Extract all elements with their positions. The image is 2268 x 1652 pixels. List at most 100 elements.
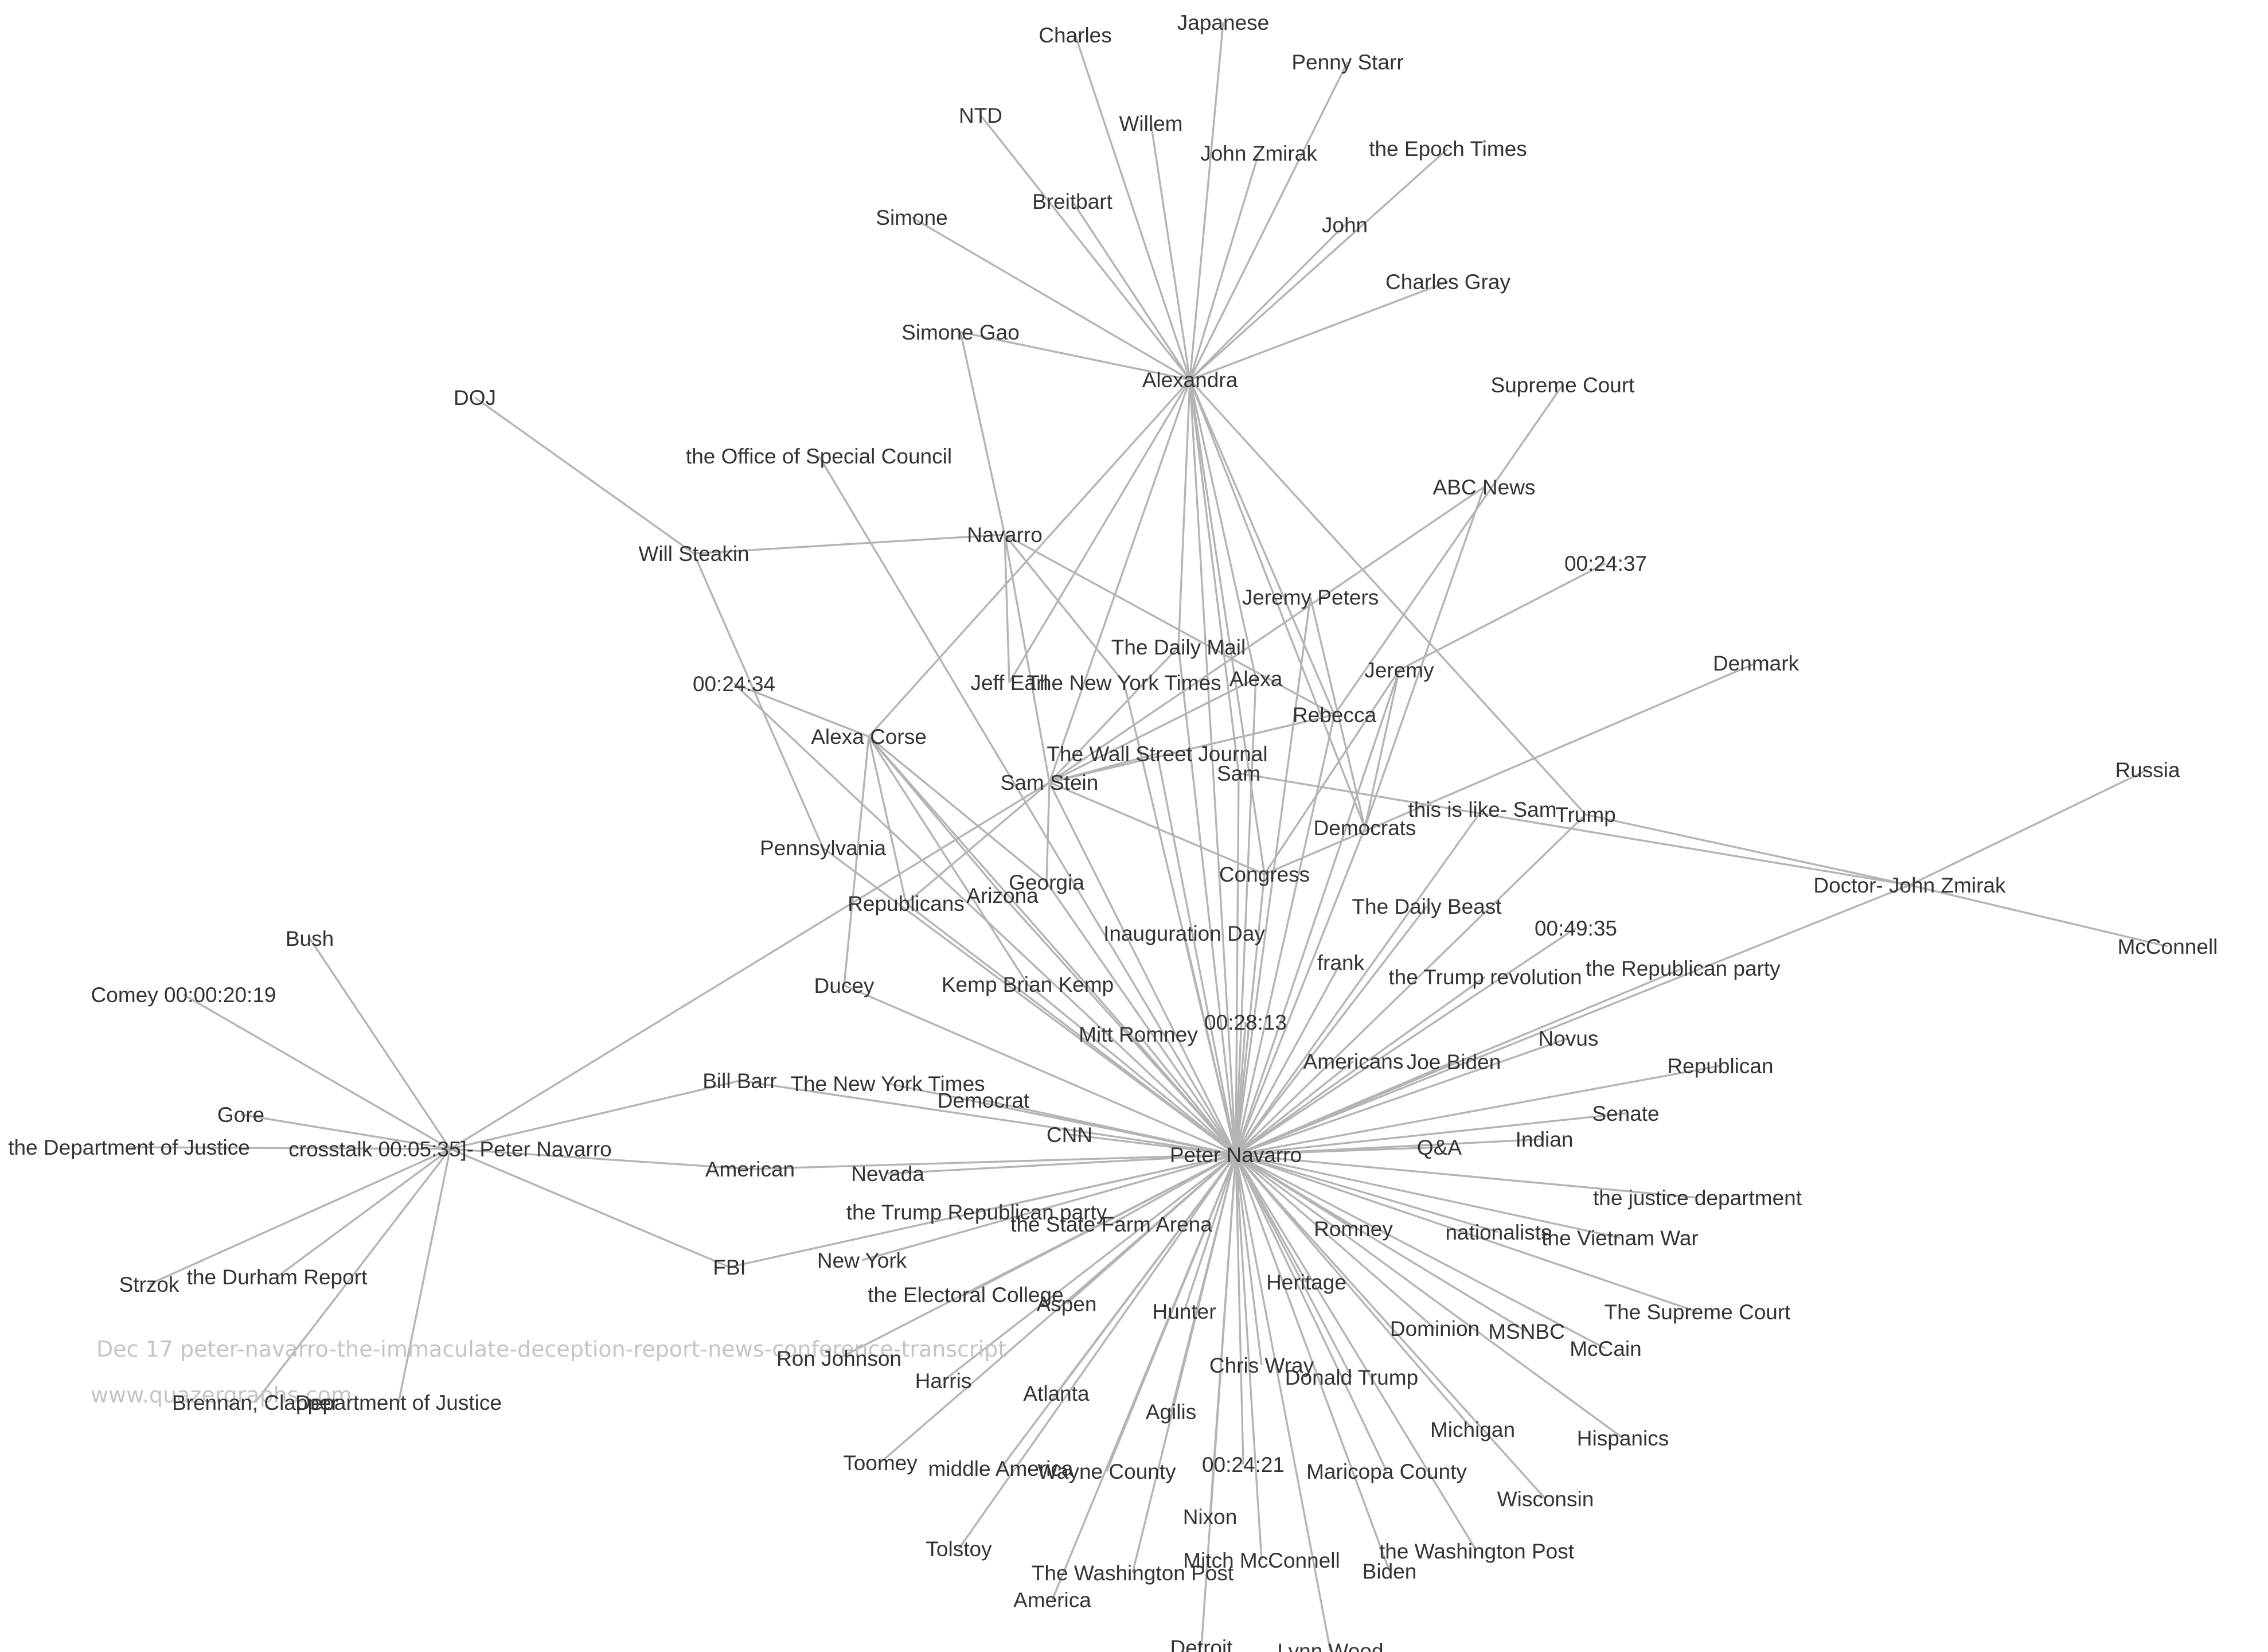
- edge-pn-maricopa: [1235, 1154, 1388, 1472]
- node-gore: Gore: [217, 1103, 264, 1127]
- node-republicans: Republicans: [848, 892, 965, 915]
- node-russia: Russia: [2115, 758, 2180, 782]
- edge-crosstalk-brennan: [254, 1148, 451, 1404]
- edge-alexandra-alexa: [1189, 379, 1257, 679]
- edge-samstein-georgia: [1045, 782, 1051, 883]
- edge-pn-nytimes1: [1123, 682, 1237, 1155]
- edge-pn-washpost1: [1131, 1154, 1237, 1573]
- edge-pn-novus: [1235, 1037, 1569, 1156]
- edge-crosstalk-doj3: [397, 1148, 451, 1403]
- edge-crosstalk-doj2: [128, 1146, 451, 1150]
- node-charlesgray: Charles Gray: [1385, 270, 1510, 294]
- node-tolstoy: Tolstoy: [926, 1537, 992, 1561]
- node-jeremypeters: Jeremy Peters: [1242, 586, 1379, 609]
- node-ntd: NTD: [959, 104, 1002, 127]
- edge-pn-americans: [1235, 1060, 1354, 1156]
- node-japanese: Japanese: [1177, 11, 1269, 34]
- edge-pn-hunter: [1183, 1154, 1237, 1312]
- edge-wsj-pn: [1156, 753, 1237, 1155]
- node-washpost1: The Washington Post: [1032, 1561, 1234, 1585]
- edge-pn-mccain: [1235, 1154, 1606, 1350]
- edge-samstein-pn: [1048, 782, 1237, 1155]
- edge-rebecca-samstein: [1049, 714, 1335, 784]
- edge-dailymail-samstein: [1048, 646, 1180, 784]
- edge-alexandra-ntd: [979, 114, 1191, 381]
- node-wsj: The Wall Street Journal: [1047, 742, 1267, 766]
- edge-alexandra-rebecca: [1189, 379, 1336, 715]
- edge-pn-donaldtrump: [1235, 1154, 1353, 1378]
- edge-pn-nevada: [887, 1154, 1236, 1175]
- node-brennan: Brennan, Clapper: [172, 1391, 338, 1415]
- node-romney: Romney: [1314, 1217, 1393, 1241]
- edge-crosstalk-fbi: [450, 1148, 730, 1268]
- node-t4935: 00:49:35: [1535, 917, 1617, 940]
- node-detroit: Detroit: [1170, 1636, 1233, 1652]
- edge-pn-mittromney: [1137, 1033, 1237, 1156]
- edge-pn-dailybeast: [1235, 905, 1428, 1156]
- node-indian: Indian: [1516, 1128, 1574, 1151]
- edge-t2434-alexacorse: [733, 683, 869, 738]
- edge-alexandra-simonegao: [960, 331, 1190, 381]
- edge-pn-msnbc: [1235, 1154, 1527, 1332]
- edge-pn-kemp: [1026, 983, 1237, 1156]
- node-t2421: 00:24:21: [1202, 1453, 1285, 1476]
- edge-crosstalk-billbarr: [450, 1080, 740, 1150]
- node-willem: Willem: [1119, 112, 1183, 135]
- node-doj2: the Department of Justice: [8, 1136, 250, 1159]
- edge-supremecourt-rebecca: [1333, 384, 1564, 715]
- edge-pn-republican: [1235, 1065, 1721, 1156]
- node-abcnews: ABC News: [1433, 476, 1536, 499]
- edge-pn-ronjohnson: [838, 1154, 1236, 1359]
- node-american: American: [705, 1158, 795, 1181]
- edge-pn-washpost2: [1235, 1154, 1478, 1552]
- node-pennystarr: Penny Starr: [1291, 50, 1403, 74]
- edge-sam-pn: [1235, 773, 1240, 1155]
- edge-alexandra-japanese: [1189, 22, 1224, 380]
- edge-navarro-rebecca: [1004, 533, 1335, 716]
- watermark-url: www.quazergraphs.com: [91, 1382, 352, 1408]
- edge-alexandra-johnzmirak: [1189, 153, 1260, 380]
- node-nytimes1: The New York Times: [1026, 671, 1221, 695]
- node-crosstalk: crosstalk 00:05:35]- Peter Navarro: [288, 1137, 611, 1161]
- edge-pn-cnn: [1069, 1133, 1236, 1156]
- edge-pn-supremecourt2: [1235, 1154, 1698, 1313]
- edge-alexandra-willem: [1150, 123, 1191, 380]
- node-alexa: Alexa: [1229, 667, 1283, 691]
- node-denmark: Denmark: [1713, 652, 1799, 675]
- edge-pn-billbarr: [739, 1080, 1236, 1156]
- edge-crosstalk-gore: [240, 1113, 451, 1150]
- edge-pn-jeremypeters: [1235, 597, 1311, 1155]
- edge-pn-tolstoy: [958, 1154, 1237, 1549]
- edge-navarro-simonegao: [959, 332, 1006, 535]
- edge-alexandra-breitbart: [1071, 201, 1191, 380]
- edge-pn-america: [1051, 1154, 1237, 1600]
- edge-pn-michigan: [1235, 1154, 1474, 1431]
- edge-pn-chriswray: [1235, 1154, 1263, 1366]
- edge-t2437-jeremy: [1399, 562, 1606, 671]
- node-nevada: Nevada: [851, 1162, 924, 1186]
- edge-crosstalk-bush: [309, 938, 451, 1150]
- node-mittromney: Mitt Romney: [1079, 1023, 1198, 1046]
- edge-alexacorse-ducey: [843, 736, 870, 986]
- edge-trump-pn: [1235, 813, 1587, 1156]
- node-mccain: McCain: [1570, 1337, 1641, 1361]
- node-simonegao: Simone Gao: [901, 321, 1020, 344]
- node-pennsylvania: Pennsylvania: [760, 836, 887, 860]
- edge-pn-ducey: [844, 984, 1236, 1156]
- node-willsteakin: Will Steakin: [638, 542, 749, 566]
- node-jeffearl: Jeff Earl: [970, 671, 1048, 695]
- edge-pn-harris: [942, 1154, 1237, 1382]
- edge-crosstalk-strzok: [149, 1148, 451, 1285]
- node-cnn: CNN: [1047, 1123, 1092, 1147]
- edge-jeremy-democrats: [1364, 669, 1400, 828]
- edge-alexandra-jeffearl: [1008, 379, 1191, 683]
- node-t2437: 00:24:37: [1564, 552, 1647, 575]
- node-durham: the Durham Report: [187, 1265, 368, 1289]
- node-lynnwood: Lynn Wood: [1277, 1639, 1383, 1652]
- node-rebecca: Rebecca: [1293, 703, 1376, 727]
- edge-trump-doctor: [1585, 813, 1910, 886]
- edge-crosstalk-comey: [183, 993, 451, 1150]
- edge-alexandra-samstein: [1048, 379, 1191, 783]
- edge-alexacorse-pn: [868, 735, 1237, 1156]
